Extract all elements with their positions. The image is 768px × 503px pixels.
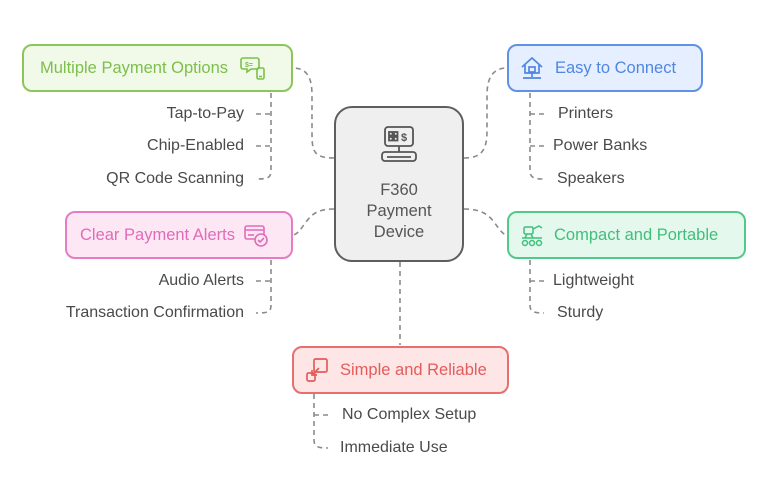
node-simple-label: Simple and Reliable [340, 360, 487, 379]
node-alerts-label: Clear Payment Alerts [80, 225, 235, 244]
center-title-line2: Payment [366, 202, 432, 220]
item-printers: Printers [558, 105, 614, 122]
center-title-line3: Device [373, 223, 425, 241]
svg-text:$: $ [401, 132, 407, 144]
connector-alerts [292, 208, 335, 236]
connector-portable [463, 208, 508, 236]
item-immediate-use: Immediate Use [340, 439, 448, 456]
connector-connect [463, 67, 508, 159]
node-portable[interactable]: Compact and Portable [507, 211, 746, 259]
connector-simple-items [313, 394, 329, 449]
transfer-arrow-icon [304, 357, 330, 383]
center-node[interactable]: $ F360 Payment Device [334, 106, 464, 262]
node-connect-label: Easy to Connect [555, 58, 677, 77]
item-audio-alerts: Audio Alerts [158, 272, 244, 289]
connector-portable-items [529, 260, 545, 314]
item-qr-code-scanning: QR Code Scanning [106, 170, 244, 187]
svg-text:$=: $= [245, 62, 253, 69]
connector-connect-items [529, 93, 545, 180]
item-speakers: Speakers [557, 170, 625, 187]
connector-alert-items [255, 260, 272, 314]
node-payment-options-label: Multiple Payment Options [40, 58, 229, 77]
node-connect[interactable]: Easy to Connect [507, 44, 703, 92]
rover-icon [519, 222, 545, 248]
connector-payment-items [255, 93, 272, 180]
node-payment-options[interactable]: Multiple Payment Options $= [22, 44, 293, 92]
item-lightweight: Lightweight [553, 272, 634, 289]
connector-payment-options [292, 67, 335, 159]
node-simple[interactable]: Simple and Reliable [292, 346, 509, 394]
center-title-line1: F360 [380, 181, 418, 199]
item-tap-to-pay: Tap-to-Pay [166, 105, 244, 122]
item-transaction-confirmation: Transaction Confirmation [65, 304, 244, 321]
card-check-icon [243, 222, 269, 248]
item-chip-enabled: Chip-Enabled [147, 137, 244, 154]
node-alerts[interactable]: Clear Payment Alerts [65, 211, 293, 259]
node-portable-label: Compact and Portable [554, 225, 719, 244]
item-no-complex-setup: No Complex Setup [342, 406, 477, 423]
pos-terminal-icon: $ [377, 124, 421, 168]
item-power-banks: Power Banks [553, 137, 648, 154]
item-sturdy: Sturdy [557, 304, 604, 321]
house-network-icon [519, 55, 545, 81]
payment-chat-mobile-icon: $= [240, 55, 266, 81]
